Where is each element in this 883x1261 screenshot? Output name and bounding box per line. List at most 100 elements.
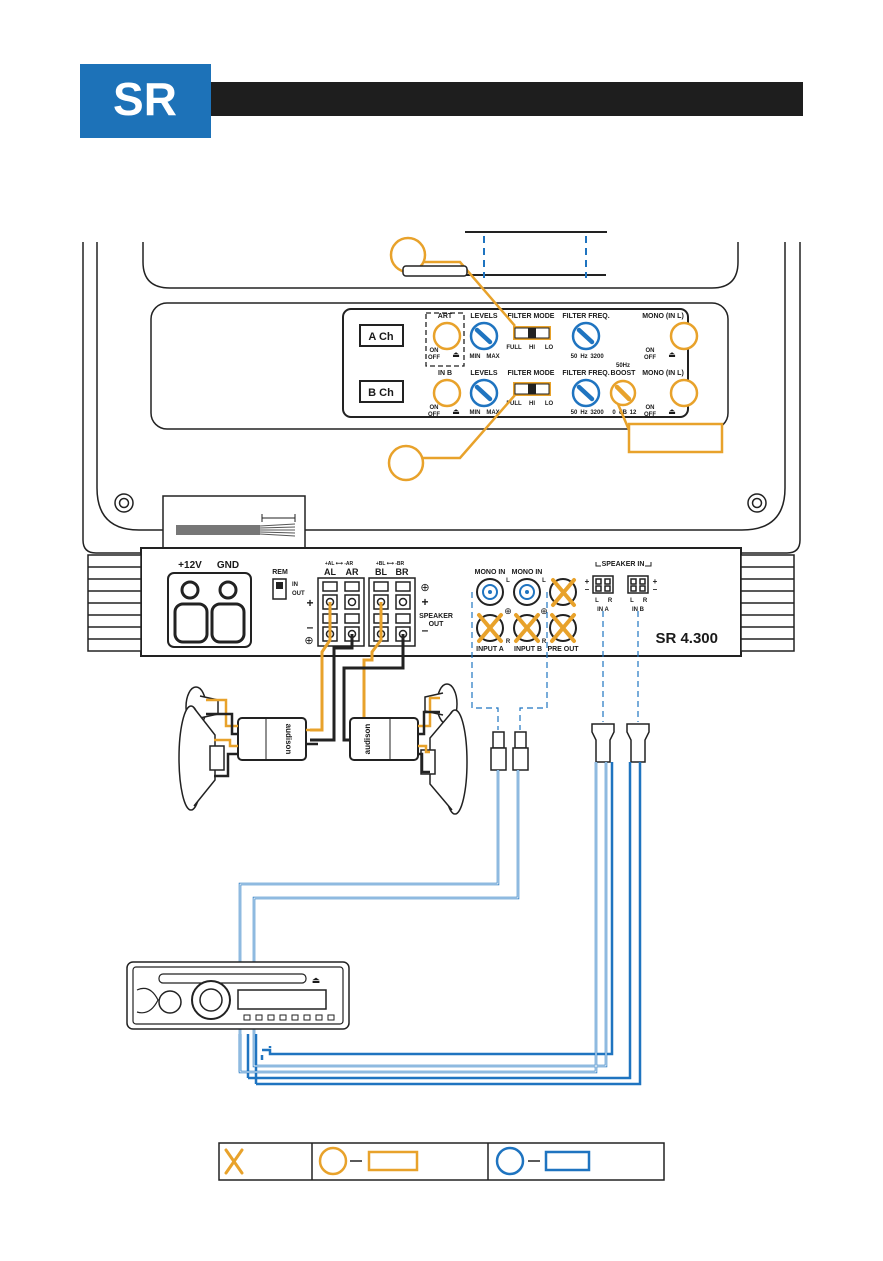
push-icon-mono-b: ⏏ (668, 407, 676, 416)
callout-circle-bottom (387, 444, 425, 482)
signal-dashed-lines (471, 592, 639, 730)
amplifier-top-view (82, 242, 801, 554)
input-a-label: INPUT A (476, 646, 504, 653)
power-12v-label: +12V (178, 560, 202, 571)
full-label-a: FULL (506, 345, 522, 351)
speaker-in-plugs (591, 723, 650, 763)
speaker-in-b-plus: + (653, 577, 658, 586)
off-label-mono-b: OFF (644, 412, 656, 418)
freq-low-b: 50 (571, 410, 578, 416)
sr-logo-text: SR (113, 73, 177, 125)
filter-mode-switch-a[interactable] (513, 326, 551, 340)
pre-out-l-label: L (542, 578, 546, 584)
filter-mode-switch-b[interactable] (513, 382, 551, 396)
push-icon-mono-a: ⏏ (668, 350, 676, 359)
freq-low-a: 50 (571, 354, 578, 360)
boost-low: 0 (612, 410, 616, 416)
speaker-out-label-2: OUT (429, 621, 445, 628)
speaker-in-a-plus: + (585, 577, 590, 586)
mono-switch-knob-b[interactable] (669, 378, 699, 408)
boost-knob[interactable] (609, 379, 637, 407)
pre-out-label: PRE OUT (547, 646, 579, 653)
head-unit: ⏏ (126, 961, 350, 1030)
levels-knob-a[interactable] (469, 321, 499, 351)
x-mark-pre-out-right (550, 613, 576, 643)
legend-blue-box-icon (544, 1150, 591, 1172)
input-b-label: INPUT B (514, 646, 542, 653)
filter-mode-label-a: FILTER MODE (508, 313, 555, 320)
art-switch-knob[interactable] (432, 321, 462, 351)
lo-label-a: LO (545, 345, 554, 351)
push-icon-art: ⏏ (452, 350, 460, 359)
signal-cables (238, 762, 642, 1086)
input-l-label: L (506, 578, 510, 584)
max-label-a: MAX (486, 354, 499, 360)
filter-freq-label-a: FILTER FREQ. (562, 313, 609, 320)
b-channel-label: B Ch (368, 387, 394, 399)
boost-unit: dB (619, 410, 628, 416)
a-channel-label: A Ch (368, 331, 394, 343)
rca-input-a-left[interactable] (476, 578, 504, 606)
freq-high-b: 3200 (590, 410, 604, 416)
ground-symbol-right: ⊕ (420, 582, 429, 594)
off-label-in-b: OFF (428, 412, 440, 418)
max-label-b: MAX (486, 410, 499, 416)
in-b-switch-knob[interactable] (432, 378, 462, 408)
pre-out-r-label: R (542, 639, 547, 645)
head-unit-display (237, 989, 327, 1010)
speaker-in-a-l: L (595, 598, 599, 604)
boost-callout-box (627, 422, 724, 454)
mono-in-label-b: MONO IN (512, 569, 543, 576)
filter-freq-knob-a[interactable] (571, 321, 601, 351)
rca-input-b-left[interactable] (513, 578, 541, 606)
min-label-b: MIN (470, 410, 481, 416)
callout-bar-top (402, 265, 468, 277)
speaker-in-b-connector[interactable] (627, 575, 649, 594)
off-label-mono-a: OFF (644, 355, 656, 361)
speaker-in-a-r: R (608, 598, 613, 604)
terminal-plus-right: + (421, 595, 428, 609)
rem-label: REM (272, 569, 288, 576)
x-mark-input-b-right (514, 613, 540, 643)
filter-freq-label-b: FILTER FREQ. (562, 370, 609, 377)
levels-knob-b[interactable] (469, 378, 499, 408)
rem-switch[interactable] (272, 578, 287, 600)
x-mark-pre-out-left (551, 578, 576, 607)
min-label-a: MIN (470, 354, 481, 360)
mono-label-b: MONO (IN L) (642, 370, 684, 377)
hi-label-b: HI (529, 401, 535, 407)
bridge-a-label: +AL ⟷ -AR (325, 561, 354, 567)
filter-mode-label-b: FILTER MODE (508, 370, 555, 377)
speaker-in-b-minus: – (653, 585, 658, 594)
left-crossover-brand: audison (284, 724, 293, 755)
control-panel: A Ch B Ch ART LEVELS FILTER MODE FILTER … (342, 308, 699, 418)
freq-unit-b: Hz (580, 410, 587, 416)
gnd-screw (218, 580, 238, 600)
legend-orange-circle-icon (318, 1146, 348, 1176)
unused-x-marks (477, 578, 576, 643)
header-bar (200, 82, 803, 116)
on-label-art: ON (430, 348, 439, 354)
terminal-plus-left: + (306, 596, 313, 610)
on-label-in-b: ON (430, 405, 439, 411)
wire-strip-detail (162, 495, 306, 550)
left-crossover: audison (237, 717, 307, 761)
ground-symbol-rca-a: ⊕ (504, 606, 512, 616)
x-mark-input-a-right (477, 613, 503, 643)
lo-label-b: LO (545, 401, 554, 407)
b-channel-box (359, 380, 404, 403)
speaker-in-label: SPEAKER IN (602, 561, 645, 568)
bridge-b-label: +BL ⟷ -BR (376, 561, 405, 567)
boost-top-label: 50Hz (616, 363, 630, 369)
ar-label: AR (346, 567, 359, 577)
model-label: SR 4.300 (655, 630, 718, 647)
mono-switch-knob-a[interactable] (669, 321, 699, 351)
mono-label-a: MONO (IN L) (642, 313, 684, 320)
on-label-mono-a: ON (646, 348, 655, 354)
filter-freq-knob-b[interactable] (571, 378, 601, 408)
speaker-in-a-connector[interactable] (592, 575, 614, 594)
right-speaker-wiring (418, 696, 440, 774)
rem-in-label: IN (292, 582, 298, 588)
amplifier-front: +12V GND REM IN OUT +AL ⟷ -AR +BL ⟷ -BR … (87, 547, 795, 657)
